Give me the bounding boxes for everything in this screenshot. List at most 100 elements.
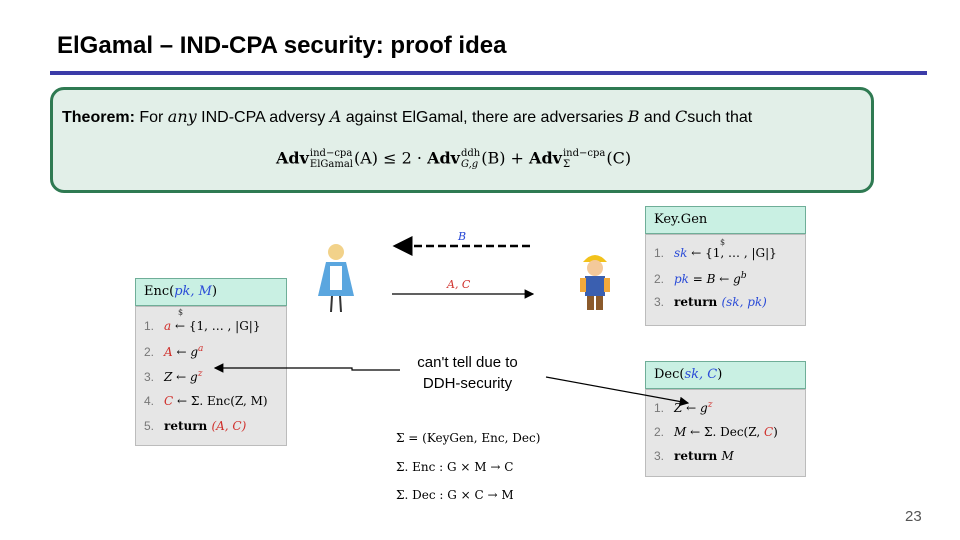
keygen-line: 2. pk = B ← gb bbox=[654, 271, 747, 286]
line-number: 5. bbox=[144, 419, 155, 433]
theorem-box bbox=[50, 87, 874, 193]
adv-arg: (B) + bbox=[481, 148, 530, 168]
return-keyword: return bbox=[674, 295, 722, 309]
message-b-label: B bbox=[458, 230, 467, 243]
adversary-a: A bbox=[329, 107, 342, 126]
keygen-exp: b bbox=[740, 271, 747, 281]
adv-arg: (A) ≤ 2 · bbox=[354, 148, 428, 168]
message-ac-label: A, C bbox=[447, 278, 471, 291]
ddh-note: can't tell due to DDH-security bbox=[400, 352, 535, 394]
adv-sup: ind−cpa bbox=[309, 148, 353, 159]
adv-sub: ElGamal bbox=[309, 159, 353, 170]
dec-var: M bbox=[674, 425, 687, 439]
enc-exp: z bbox=[197, 369, 203, 379]
adversary-b: B bbox=[627, 107, 640, 126]
enc-var: Z bbox=[164, 370, 173, 384]
dec-var: Z bbox=[674, 401, 683, 415]
bob-figure bbox=[580, 255, 610, 310]
enc-line: 5. return (A, C) bbox=[144, 419, 246, 433]
enc-title: Enc( bbox=[144, 284, 175, 299]
line-number: 2. bbox=[144, 345, 155, 359]
note-line: can't tell due to bbox=[417, 354, 518, 371]
enc-expr: ← g bbox=[172, 345, 199, 359]
dec-body: 1.Z ← gz 2.M ← Σ. Dec(Z, C) 3.return M bbox=[645, 389, 806, 477]
line-number: 1. bbox=[144, 319, 155, 333]
dec-expr: ← g bbox=[682, 401, 708, 415]
keygen-sk: sk bbox=[674, 246, 688, 260]
alice-figure bbox=[318, 244, 354, 313]
sigma-enc-signature: Σ. Enc : G × M → C bbox=[396, 460, 514, 474]
adv-sub: G,g bbox=[460, 159, 479, 170]
theorem-text: and bbox=[639, 109, 676, 126]
line-number: 2. bbox=[654, 425, 665, 439]
adv-sup: ddh bbox=[460, 148, 481, 159]
sigma-definition: Σ = (KeyGen, Enc, Dec) bbox=[396, 431, 541, 445]
adv-sub: Σ bbox=[562, 159, 571, 170]
dec-return-args: M bbox=[721, 449, 734, 463]
theorem-text: IND-CPA adversy bbox=[196, 109, 330, 126]
dec-args: sk, C bbox=[684, 367, 718, 382]
keygen-line: 1. sk ← {1, … , |G|} bbox=[654, 246, 777, 260]
enc-title-close: ) bbox=[212, 284, 218, 299]
line-number: 1. bbox=[654, 401, 665, 415]
theorem-text: For bbox=[134, 109, 168, 126]
dec-expr: ← Σ. Dec(Z, bbox=[686, 425, 764, 439]
theorem-text: against ElGamal, there are adversaries bbox=[341, 109, 628, 126]
line-number: 3. bbox=[144, 370, 155, 384]
enc-line: 4. C ← Σ. Enc(Z, M) bbox=[144, 394, 268, 408]
slide-title: ElGamal – IND-CPA security: proof idea bbox=[57, 32, 507, 59]
adv-arg: (C) bbox=[606, 148, 632, 168]
keygen-expr: = B ← g bbox=[688, 272, 741, 286]
adversary-c: C bbox=[675, 107, 688, 126]
theorem-text: such that bbox=[687, 109, 753, 126]
dec-title: Dec( bbox=[654, 367, 685, 382]
theorem-label: Theorem: bbox=[62, 109, 135, 126]
keygen-pk: pk bbox=[674, 272, 689, 286]
adv-label: Adv bbox=[276, 148, 309, 168]
sample-dollar-icon: $ bbox=[720, 238, 726, 247]
enc-expr: ← Σ. Enc(Z, M) bbox=[173, 394, 268, 408]
adv-label: Adv bbox=[427, 148, 460, 168]
enc-args: pk, M bbox=[174, 284, 212, 299]
theorem-statement: Theorem: For any IND-CPA adversy A again… bbox=[62, 107, 752, 127]
keygen-return-args: (sk, pk) bbox=[721, 295, 767, 309]
keygen-title: Key.Gen bbox=[654, 212, 708, 227]
return-keyword: return bbox=[164, 419, 212, 433]
line-number: 2. bbox=[654, 272, 665, 286]
keygen-expr: ← {1, … , |G|} bbox=[687, 246, 777, 260]
dec-header: Dec(sk, C) bbox=[645, 361, 806, 389]
sample-dollar-icon: $ bbox=[178, 308, 184, 317]
enc-line: 2.A ← ga bbox=[144, 344, 203, 359]
dec-exp: z bbox=[707, 400, 713, 410]
theorem-any: any bbox=[167, 107, 197, 126]
dec-line: 2.M ← Σ. Dec(Z, C) bbox=[654, 425, 778, 439]
enc-expr: ← g bbox=[172, 370, 198, 384]
dec-line: 1. Z ← gz bbox=[654, 400, 712, 415]
keygen-body: 1. sk ← {1, … , |G|} $ 2. pk = B ← gb 3. re… bbox=[645, 234, 806, 326]
keygen-line: 3. return (sk, pk) bbox=[654, 295, 767, 309]
enc-body: $ 1.a ← {1, … , |G|} 2.A ← ga 3.Z ← gz 4… bbox=[135, 306, 287, 446]
line-number: 3. bbox=[654, 449, 665, 463]
enc-var: a bbox=[164, 319, 172, 333]
sigma-dec-signature: Σ. Dec : G × C → M bbox=[396, 488, 514, 502]
keygen-header: Key.Gen bbox=[645, 206, 806, 234]
dec-line: 3.return M bbox=[654, 449, 734, 463]
adv-label: Adv bbox=[529, 148, 562, 168]
note-arrow-dec bbox=[545, 376, 690, 407]
page-number: 23 bbox=[905, 508, 922, 525]
enc-var: C bbox=[164, 394, 174, 408]
enc-line: 1.a ← {1, … , |G|} bbox=[144, 319, 261, 333]
dec-expr: ) bbox=[773, 425, 778, 439]
line-number: 4. bbox=[144, 394, 155, 408]
line-number: 3. bbox=[654, 295, 665, 309]
enc-return-args: (A, C) bbox=[211, 419, 247, 433]
note-arrow-enc bbox=[213, 363, 400, 373]
line-number: 1. bbox=[654, 246, 665, 260]
enc-var: A bbox=[164, 345, 173, 359]
enc-line: 3. Z ← gz bbox=[144, 369, 202, 384]
enc-header: Enc(pk, M) bbox=[135, 278, 287, 306]
dec-title-close: ) bbox=[717, 367, 723, 382]
